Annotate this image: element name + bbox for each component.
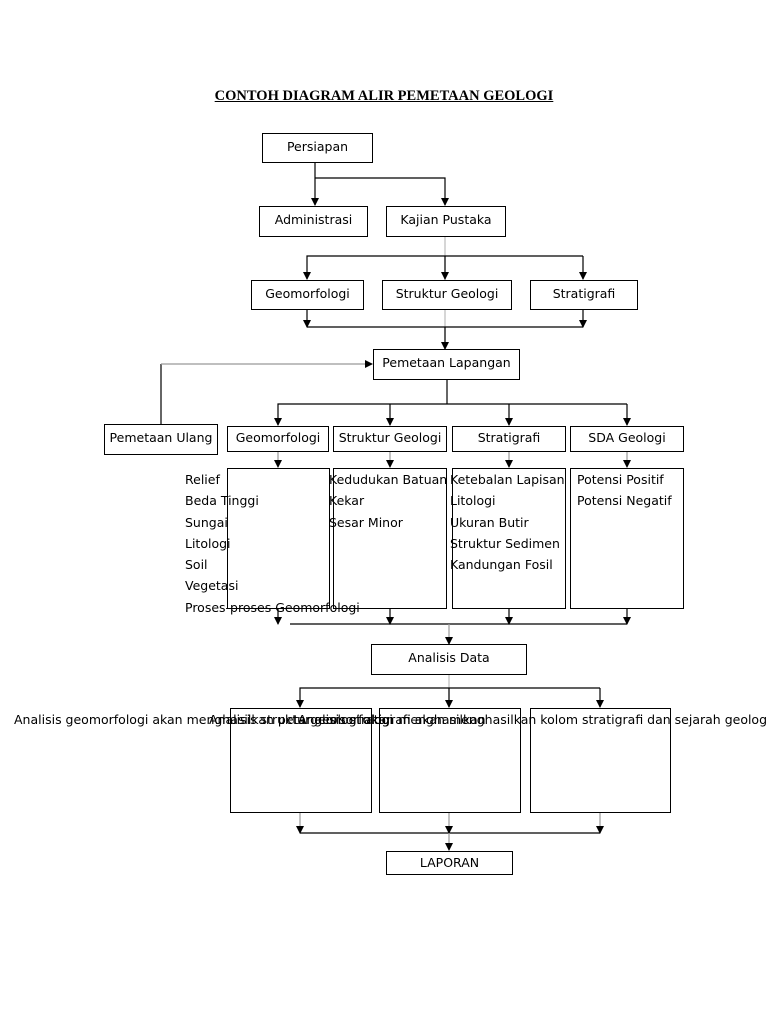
list-box-geomorfologi (227, 468, 330, 609)
diagram-title: CONTOH DIAGRAM ALIR PEMETAAN GEOLOGI (214, 88, 554, 104)
list-item: Proses-proses Geomorfologi (185, 599, 360, 615)
list-item: Struktur Sedimen (450, 535, 560, 551)
node-kajian-pustaka: Kajian Pustaka (386, 206, 506, 237)
analysis-note-struktur: Analisis struktur geologi akan menghasil… (209, 712, 486, 727)
list-box-sda-geologi (570, 468, 684, 609)
list-item: Vegetasi (185, 578, 239, 594)
node-pemetaan-lapangan: Pemetaan Lapangan (373, 349, 520, 380)
analysis-note-stratigrafi: Analisis stratigrafi akan menghasilkan k… (298, 712, 768, 727)
node-geomorfologi-study: Geomorfologi (251, 280, 364, 310)
node-stratigrafi-field: Stratigrafi (452, 426, 566, 452)
node-administrasi: Administrasi (259, 206, 368, 237)
list-item: Ukuran Butir (450, 514, 529, 530)
list-item: Kekar (329, 493, 365, 509)
analysis-note-geomorfologi: Analisis geomorfologi akan menghasilkan … (14, 712, 393, 727)
list-struktur-geologi: Kedudukan Batuan Kekar Sesar Minor (329, 469, 447, 533)
list-item: Ketebalan Lapisan (450, 472, 565, 487)
list-stratigrafi: Ketebalan Lapisan Litologi Ukuran Butir … (450, 469, 565, 575)
list-item: Litologi (450, 493, 496, 509)
list-item: Soil (185, 557, 208, 573)
node-pemetaan-ulang: Pemetaan Ulang (104, 424, 218, 455)
list-item: Relief (185, 472, 220, 487)
list-geomorfologi: Relief Beda Tinggi Sungai Litologi Soil … (185, 469, 360, 618)
node-struktur-geologi-study: Struktur Geologi (382, 280, 512, 310)
list-item: Kandungan Fosil (450, 557, 553, 573)
list-item: Sungai (185, 514, 228, 530)
node-geomorfologi-field: Geomorfologi (227, 426, 329, 452)
node-stratigrafi-study: Stratigrafi (530, 280, 638, 310)
node-struktur-geologi-field: Struktur Geologi (333, 426, 447, 452)
list-sda-geologi: Potensi Positif Potensi Negatif (577, 469, 672, 512)
list-item: Kedudukan Batuan (329, 472, 448, 487)
list-box-stratigrafi (452, 468, 566, 609)
list-item: Sesar Minor (329, 514, 403, 530)
analysis-box-struktur (379, 708, 521, 813)
analysis-box-stratigrafi (530, 708, 671, 813)
list-item: Potensi Negatif (577, 493, 672, 509)
list-item: Beda Tinggi (185, 493, 259, 509)
node-persiapan: Persiapan (262, 133, 373, 163)
node-laporan: LAPORAN (386, 851, 513, 875)
list-item: Litologi (185, 535, 231, 551)
list-box-struktur-geologi (333, 468, 447, 609)
list-item: Potensi Positif (577, 472, 664, 487)
node-analisis-data: Analisis Data (371, 644, 527, 675)
node-sda-geologi: SDA Geologi (570, 426, 684, 452)
analysis-box-geomorfologi (230, 708, 372, 813)
